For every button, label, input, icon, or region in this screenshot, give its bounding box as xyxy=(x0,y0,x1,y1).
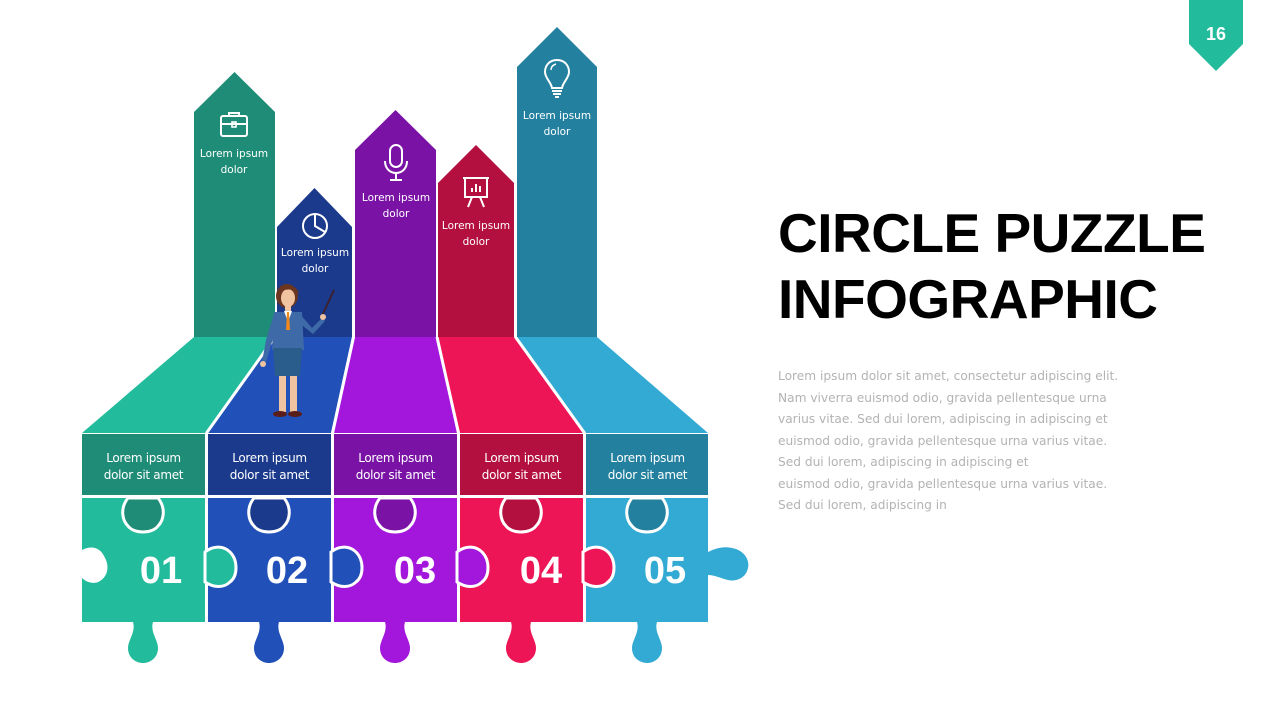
step-label-1: Lorem ipsum dolor sit amet xyxy=(82,450,205,484)
step-label-5-line2: dolor sit amet xyxy=(607,468,688,482)
step-number-3: 03 xyxy=(393,550,437,592)
briefcase-icon xyxy=(220,112,248,137)
infographic-art xyxy=(82,27,749,663)
step-label-3: Lorem ipsum dolor sit amet xyxy=(334,450,457,484)
step-label-2: Lorem ipsum dolor sit amet xyxy=(208,450,331,484)
floor-panels xyxy=(82,336,708,434)
pie-chart-icon xyxy=(302,213,328,239)
step-label-4-line1: Lorem ipsum xyxy=(484,451,559,465)
step-number-2: 02 xyxy=(265,550,309,592)
column-label-5-line1: Lorem ipsum xyxy=(522,110,592,122)
puzzle-pieces xyxy=(82,496,749,663)
badge-shape xyxy=(1189,0,1243,71)
column-label-4-line1: Lorem ipsum xyxy=(441,220,511,232)
column-label-1-line1: Lorem ipsum xyxy=(199,148,269,160)
title-line-2: INFOGRAPHIC xyxy=(778,268,1158,330)
column-label-3-line1: Lorem ipsum xyxy=(361,192,431,204)
column-label-4-line2: dolor xyxy=(462,236,490,248)
step-label-5: Lorem ipsum dolor sit amet xyxy=(586,450,709,484)
step-label-1-line2: dolor sit amet xyxy=(103,468,184,482)
column-label-3-line2: dolor xyxy=(382,208,410,220)
step-label-2-line2: dolor sit amet xyxy=(229,468,310,482)
description-line: Sed dui lorem, adipiscing in adipiscing … xyxy=(778,455,1029,469)
lightbulb-icon xyxy=(543,58,571,98)
column-label-4: Lorem ipsum dolor xyxy=(435,218,517,250)
column-label-2-line2: dolor xyxy=(301,263,329,275)
description-line: Nam viverra euismod odio, gravida pellen… xyxy=(778,390,1107,405)
step-number-4: 04 xyxy=(519,550,563,592)
step-label-1-line1: Lorem ipsum xyxy=(106,451,181,465)
step-label-2-line1: Lorem ipsum xyxy=(232,451,307,465)
step-number-1: 01 xyxy=(139,550,183,592)
page-number-badge: 16 xyxy=(1189,0,1243,71)
arrow-columns xyxy=(194,27,597,337)
microphone-icon xyxy=(384,144,408,181)
description-line: euismod odio, gravida pellentesque urna … xyxy=(778,476,1108,491)
column-label-2: Lorem ipsum dolor xyxy=(274,245,356,277)
puzzle-infographic: Lorem ipsum dolor Lorem ipsum dolor Lore… xyxy=(82,27,749,663)
page-title: CIRCLE PUZZLE INFOGRAPHIC xyxy=(778,200,1258,332)
description-line: varius vitae. Sed dui lorem, adipiscing … xyxy=(778,412,1108,426)
page-number: 16 xyxy=(1205,24,1227,44)
description-line: Sed dui lorem, adipiscing in xyxy=(778,498,947,512)
description-line: euismod odio, gravida pellentesque urna … xyxy=(778,433,1108,448)
column-label-2-line1: Lorem ipsum xyxy=(280,247,350,259)
column-label-5: Lorem ipsum dolor xyxy=(516,108,598,140)
step-number-5: 05 xyxy=(643,550,687,592)
title-line-1: CIRCLE PUZZLE xyxy=(778,202,1206,264)
presenter-figure xyxy=(260,284,335,417)
step-label-4-line2: dolor sit amet xyxy=(481,468,562,482)
column-label-3: Lorem ipsum dolor xyxy=(355,190,437,222)
column-label-5-line2: dolor xyxy=(543,126,571,138)
description-line: Lorem ipsum dolor sit amet, consectetur … xyxy=(778,369,1119,383)
step-label-4: Lorem ipsum dolor sit amet xyxy=(460,450,583,484)
step-label-3-line1: Lorem ipsum xyxy=(358,451,433,465)
column-label-1: Lorem ipsum dolor xyxy=(193,146,275,178)
description-text: Lorem ipsum dolor sit amet, consectetur … xyxy=(778,366,1158,517)
step-label-3-line2: dolor sit amet xyxy=(355,468,436,482)
column-label-1-line2: dolor xyxy=(220,164,248,176)
label-bands xyxy=(82,434,708,495)
step-label-5-line1: Lorem ipsum xyxy=(610,451,685,465)
presentation-board-icon xyxy=(463,177,489,208)
